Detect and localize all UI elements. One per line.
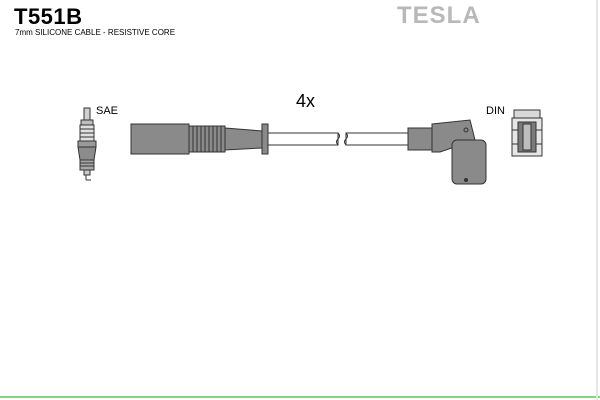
right-divider <box>596 0 598 400</box>
bottom-divider <box>0 396 600 398</box>
angled-boot <box>407 119 487 185</box>
ignition-cable <box>267 132 409 146</box>
sae-connector-label: SAE <box>96 105 119 117</box>
spark-plug-icon <box>77 107 97 181</box>
din-connector-label: DIN <box>486 105 505 117</box>
straight-boot <box>130 123 269 155</box>
din-terminal-icon <box>511 109 543 157</box>
part-number-title: T551B <box>14 4 83 29</box>
tesla-brand-logo: TESLA <box>397 2 481 29</box>
cable-spec-subtitle: 7mm SILICONE CABLE - RESISTIVE CORE <box>15 28 176 37</box>
quantity-label: 4x <box>296 91 316 111</box>
